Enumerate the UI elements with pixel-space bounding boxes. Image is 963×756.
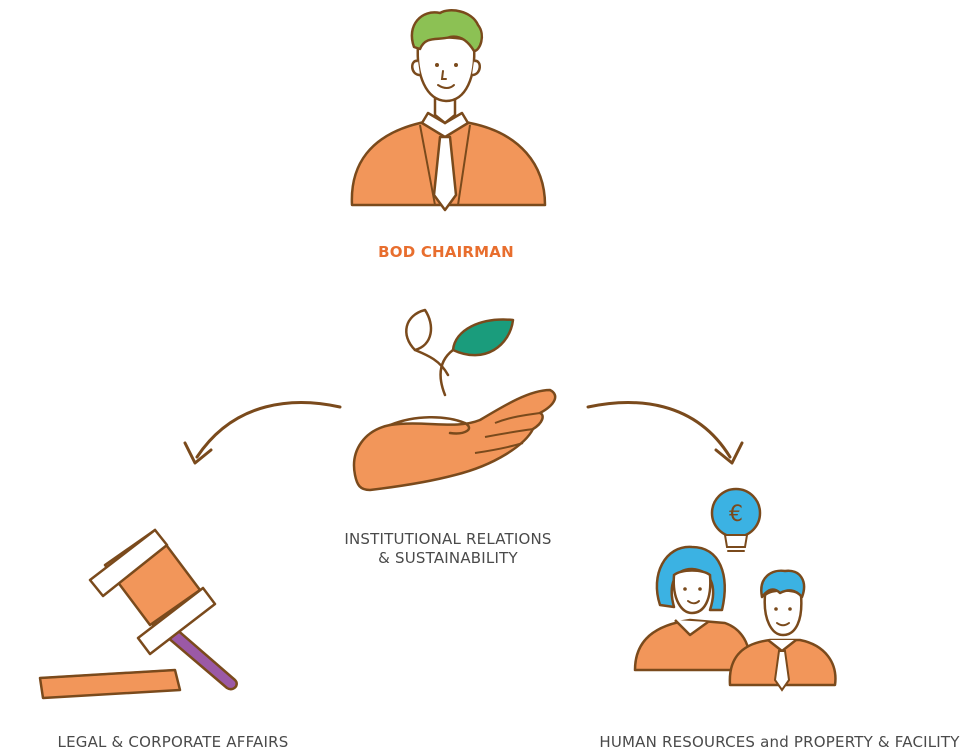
team-idea-icon: € [633, 487, 837, 692]
euro-symbol: € [729, 502, 743, 527]
lightbulb-icon: € [710, 487, 762, 552]
institutional-label: INSTITUTIONAL RELATIONS & SUSTAINABILITY [288, 530, 608, 568]
arrow-to-legal [183, 401, 342, 465]
legal-label: LEGAL & CORPORATE AFFAIRS [57, 733, 289, 751]
businessman-icon [350, 9, 547, 212]
gavel-icon [38, 528, 238, 700]
chairman-label: BOD CHAIRMAN [378, 243, 514, 261]
arrow-to-hr [586, 401, 744, 465]
hr-label: HUMAN RESOURCES and PROPERTY & FACILITY [599, 733, 960, 751]
institutional-label-line1: INSTITUTIONAL RELATIONS [344, 530, 552, 548]
hand-sprout-icon [352, 308, 557, 492]
institutional-label-line2: & SUSTAINABILITY [378, 549, 518, 567]
